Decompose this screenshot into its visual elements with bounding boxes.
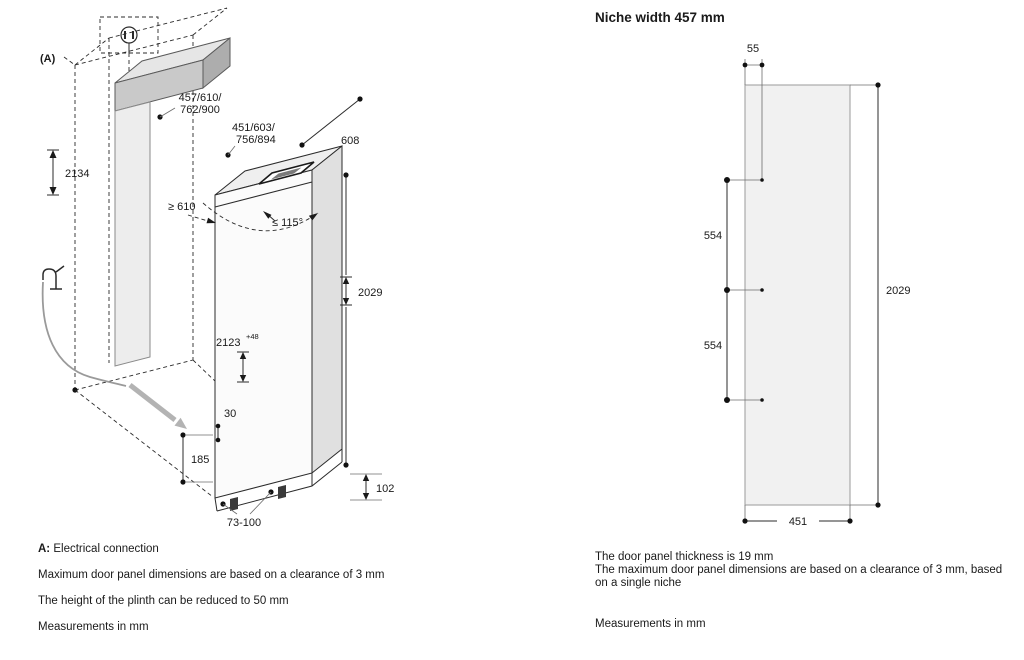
note-thickness: The door panel thickness is 19 mm bbox=[595, 551, 774, 563]
dim-185: 185 bbox=[180, 432, 213, 485]
dim-door-width: 451/603/ 756/894 bbox=[225, 122, 276, 158]
dim-608: 608 bbox=[299, 96, 363, 148]
plinth-and-feet bbox=[214, 449, 343, 512]
door-panel bbox=[744, 84, 851, 506]
note-units-right: Measurements in mm bbox=[595, 618, 706, 630]
door-width-options-line2: 756/894 bbox=[236, 134, 276, 146]
dim-niche-width: 457/610/ 762/900 bbox=[157, 92, 222, 120]
note-units: Measurements in mm bbox=[38, 621, 149, 633]
water-tap-icon bbox=[42, 265, 65, 290]
dim-2134-label: 2134 bbox=[65, 168, 89, 180]
note-electrical-prefix: A: bbox=[38, 543, 51, 555]
niche-drawing: 55 554 554 2029 bbox=[704, 43, 911, 528]
dim-185-label: 185 bbox=[191, 454, 209, 466]
note-clearance: Maximum door panel dimensions are based … bbox=[38, 569, 385, 581]
dim-451-label: 451 bbox=[789, 516, 807, 528]
note-clearance-right: The maximum door panel dimensions are ba… bbox=[595, 564, 1003, 589]
water-hose bbox=[41, 281, 127, 387]
dim-554-bottom-label: 554 bbox=[704, 340, 722, 352]
door-angle-label: ≤ 115° bbox=[272, 217, 303, 229]
plinth-range-label: 73-100 bbox=[227, 517, 261, 529]
dim-min-610 bbox=[187, 214, 216, 224]
control-panel bbox=[258, 161, 315, 185]
note-electrical-text: Electrical connection bbox=[53, 543, 159, 555]
door-swing-arc bbox=[202, 202, 319, 232]
insertion-direction-arrow bbox=[128, 383, 187, 429]
dim-2029: 2029 bbox=[340, 172, 382, 468]
power-outlet-icon bbox=[99, 16, 159, 77]
dim-2029-right: 2029 bbox=[850, 82, 910, 508]
niche-outline bbox=[63, 7, 228, 393]
projection-line bbox=[74, 389, 214, 498]
dim-73-100: 73-100 bbox=[220, 489, 274, 529]
installation-notes: A: Electrical connection Maximum door pa… bbox=[38, 543, 384, 647]
dim-2029-right-label: 2029 bbox=[886, 285, 910, 297]
dim-2134: 2134 bbox=[47, 149, 89, 196]
dim-55-label: 55 bbox=[747, 43, 759, 55]
niche-width-options-line2: 762/900 bbox=[180, 104, 220, 116]
dim-554-group: 554 554 bbox=[704, 177, 764, 403]
note-electrical: A: Electrical connection bbox=[38, 543, 384, 556]
dim-554-top-label: 554 bbox=[704, 230, 722, 242]
dim-55: 55 bbox=[742, 43, 765, 180]
installation-drawing: (A) bbox=[40, 7, 394, 529]
niche-side-panel bbox=[114, 101, 151, 367]
dim-30: 30 bbox=[215, 408, 236, 443]
min-clearance-610-label: ≥ 610 bbox=[168, 201, 195, 213]
niche-width-title: Niche width 457 mm bbox=[595, 10, 725, 25]
niche-notes: The door panel thickness is 19 mm The ma… bbox=[595, 551, 1007, 631]
door-width-options-line1: 451/603/ bbox=[232, 122, 276, 134]
dim-102: 102 bbox=[350, 473, 394, 501]
appliance-body bbox=[214, 144, 343, 499]
dim-2123-label: 2123 bbox=[216, 337, 240, 349]
dim-2123-sup-label: +48 bbox=[246, 332, 259, 341]
note-plinth: The height of the plinth can be reduced … bbox=[38, 595, 289, 607]
dim-30-label: 30 bbox=[224, 408, 236, 420]
connection-a-label: (A) bbox=[40, 53, 56, 65]
dim-102-label: 102 bbox=[376, 483, 394, 495]
dim-2123: 2123 +48 bbox=[216, 332, 259, 383]
dim-2029-label: 2029 bbox=[358, 287, 382, 299]
dim-608-label: 608 bbox=[341, 135, 359, 147]
dim-451: 451 bbox=[742, 505, 853, 528]
niche-width-options-line1: 457/610/ bbox=[179, 92, 223, 104]
top-filler-panel bbox=[114, 36, 231, 112]
